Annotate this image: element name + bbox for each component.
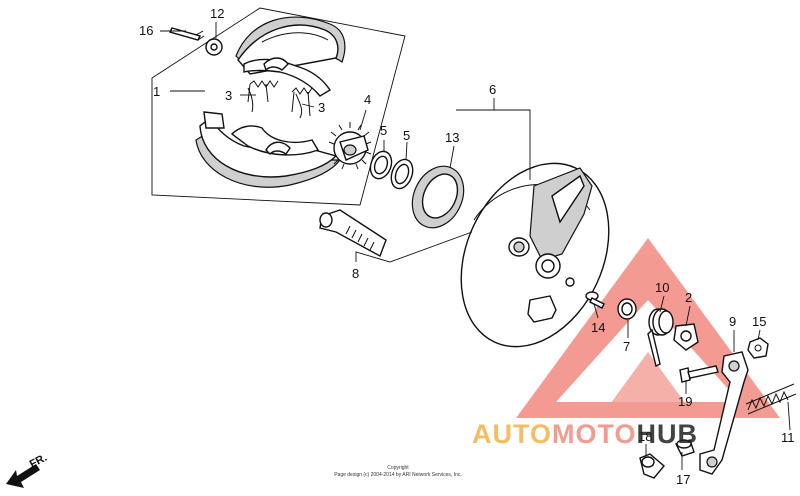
- brake-shaft-8: [319, 209, 387, 258]
- brake-arm-9: [699, 351, 749, 475]
- watermark-auto: AUTO: [472, 419, 552, 449]
- watermark-moto: MOTO: [552, 419, 637, 449]
- bolt-14: [585, 291, 605, 309]
- callout-10: 10: [655, 280, 669, 295]
- callout-6: 6: [489, 82, 496, 97]
- callout-1: 1: [153, 84, 160, 99]
- front-direction-label: FR.: [28, 452, 49, 471]
- callout-19: 19: [678, 394, 692, 409]
- brake-shoe-lower: [195, 111, 342, 188]
- callout-18: 18: [638, 429, 652, 444]
- callout-3-right: 3: [318, 100, 325, 115]
- brake-shoe-upper: [235, 16, 346, 97]
- felt-seal-5b: [390, 158, 414, 190]
- brake-cam-4: [328, 122, 372, 170]
- copyright-line-1: Copyright: [387, 465, 409, 471]
- callout-2: 2: [685, 290, 692, 305]
- spring-3-left: [247, 80, 279, 113]
- wear-indicator-2: [673, 323, 699, 351]
- callout-5-left: 5: [380, 123, 387, 138]
- callout-4: 4: [364, 92, 371, 107]
- callout-8: 8: [352, 266, 359, 281]
- callout-12: 12: [210, 6, 224, 21]
- callout-16: 16: [139, 23, 153, 38]
- spring-11: [745, 383, 797, 415]
- watermark-hub: HUB: [637, 419, 699, 449]
- svg-text:AUTOMOTOHUB: AUTOMOTOHUB: [472, 419, 698, 449]
- callout-7: 7: [623, 339, 630, 354]
- nut-15: [747, 337, 769, 359]
- dust-seal-13: [411, 165, 465, 229]
- callout-9: 9: [729, 314, 736, 329]
- callout-15: 15: [752, 314, 766, 329]
- brake-panel-6: [460, 162, 610, 348]
- bolt-19: [679, 365, 719, 383]
- leader-lines: [160, 22, 791, 470]
- callout-14: 14: [591, 320, 605, 335]
- dust-seal-7: [617, 298, 637, 320]
- washer-12: [205, 38, 223, 56]
- callout-labels: 16 12 1 3 3 4 5 5 13 6 8 14 7 10 2 9 15 …: [139, 6, 795, 487]
- callout-3-left: 3: [225, 88, 232, 103]
- brake-shoe-group-box: [151, 7, 406, 206]
- felt-seal-5a: [369, 150, 393, 180]
- callout-5-right: 5: [403, 128, 410, 143]
- watermark-logo: AUTOMOTOHUB: [472, 419, 698, 449]
- callout-17: 17: [676, 472, 690, 487]
- callout-13: 13: [445, 130, 459, 145]
- collar-18: [639, 453, 665, 479]
- front-direction-arrow: FR.: [6, 452, 49, 488]
- pin-17: [674, 439, 695, 457]
- return-spring-10: [647, 308, 674, 368]
- spring-3-right: [291, 87, 313, 119]
- pin-16: [168, 27, 205, 41]
- callout-11: 11: [781, 430, 795, 445]
- copyright-line-2: Page design (c) 2004-2014 by ARI Network…: [334, 472, 462, 478]
